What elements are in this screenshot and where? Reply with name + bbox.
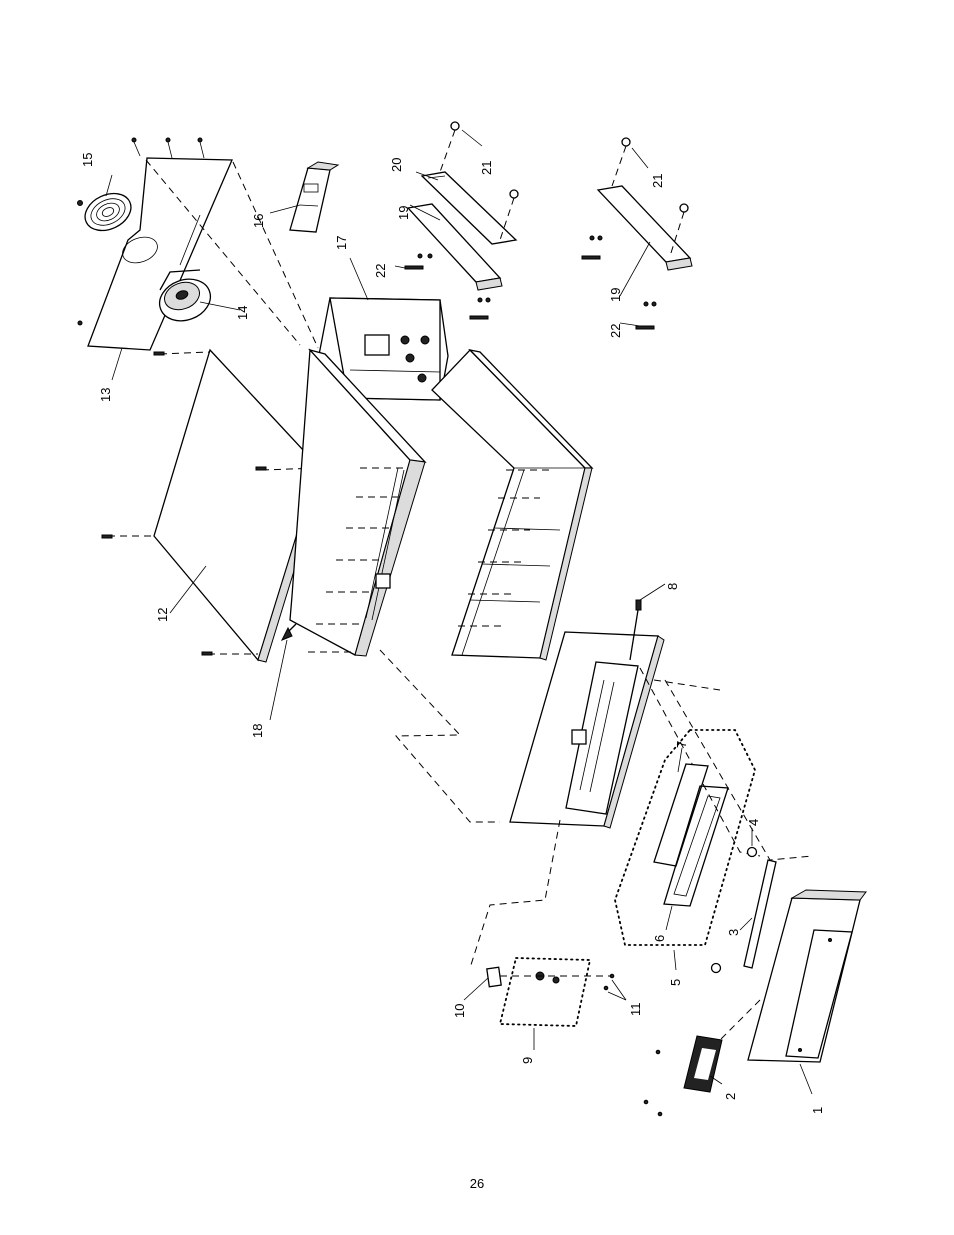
- callout-20: 20: [389, 158, 404, 172]
- callout-14: 14: [235, 306, 250, 320]
- callout-6: 6: [652, 935, 667, 942]
- part-4-cap: [710, 846, 758, 974]
- part-22-upper-screws: [404, 253, 491, 320]
- callout-8: 8: [665, 583, 680, 590]
- callout-5: 5: [668, 979, 683, 986]
- callout-19-right: 19: [608, 288, 623, 302]
- part-21-upper-knob: [439, 121, 519, 241]
- part-8-screw: [629, 599, 642, 661]
- callout-3: 3: [726, 929, 741, 936]
- callout-21-right: 21: [650, 174, 665, 188]
- callout-19-upper: 19: [396, 206, 411, 220]
- part-19-right-shelf: [581, 137, 693, 330]
- page-number: 26: [469, 1176, 485, 1191]
- callout-4: 4: [746, 819, 761, 826]
- callout-12: 12: [155, 608, 170, 622]
- part-13-top-panel: [77, 137, 233, 351]
- part-17-control-box: [317, 297, 449, 401]
- part-18-oven-body: [280, 348, 427, 657]
- part-1-front-housing: [747, 889, 867, 1063]
- callout-11: 11: [628, 1003, 643, 1017]
- part-9-switch-assembly: [486, 957, 615, 1027]
- callout-leaders: [105, 129, 813, 1095]
- lower-frame: [431, 348, 594, 661]
- part-16-control-bracket: [289, 161, 340, 233]
- part-14-fan-motor: [158, 269, 212, 322]
- part-5-heater-assembly: [614, 729, 756, 946]
- callout-labels: 15 13 14 16 17 12 18 19 20 21 21 19 22 2…: [80, 153, 825, 1114]
- callout-22-upper: 22: [373, 264, 388, 278]
- part-15-fan-guard: [77, 192, 132, 232]
- callout-9: 9: [520, 1057, 535, 1064]
- callout-22-right: 22: [608, 324, 623, 338]
- front-panel-plate: [509, 631, 665, 829]
- callout-15: 15: [80, 153, 95, 167]
- callout-21-upper: 21: [479, 161, 494, 175]
- callout-16: 16: [251, 214, 266, 228]
- callout-17: 17: [334, 236, 349, 250]
- callout-10: 10: [452, 1004, 467, 1018]
- callout-7: 7: [674, 741, 689, 748]
- callout-2: 2: [723, 1093, 738, 1100]
- callout-13: 13: [98, 388, 113, 402]
- part-3-rail: [743, 859, 777, 969]
- callout-1: 1: [810, 1107, 825, 1114]
- callout-18: 18: [250, 724, 265, 738]
- part-19-upper-shelf: [406, 203, 503, 291]
